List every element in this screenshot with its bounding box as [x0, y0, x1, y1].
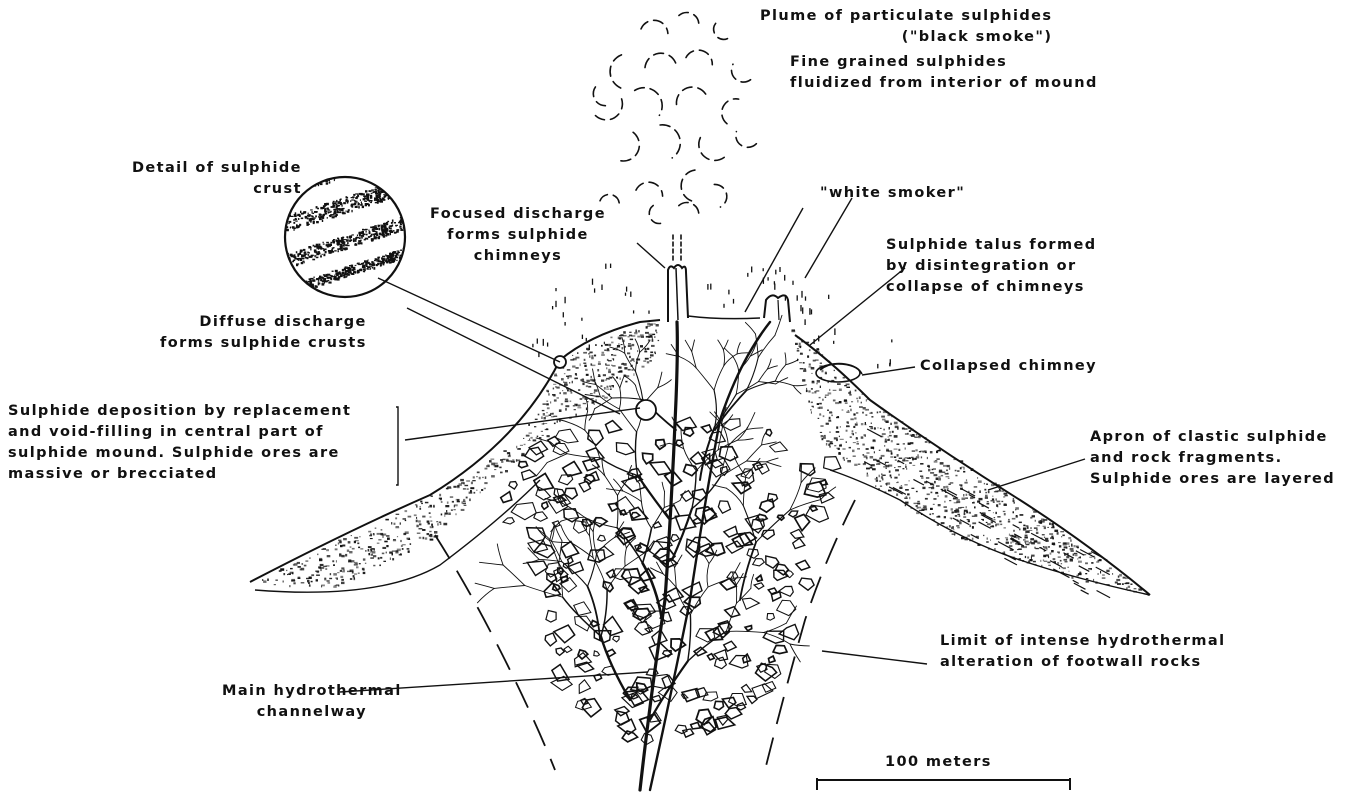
collapsed-chimney	[816, 364, 862, 382]
hydrothermal-channelway-veins	[475, 315, 836, 790]
crust-detail-label: Detail of sulphide crust	[132, 158, 302, 200]
deposition-bracket	[396, 407, 398, 485]
fine-grained-sulphides-label: Fine grained sulphides fluidized from in…	[790, 52, 1098, 94]
diffuse-discharge-label: Diffuse discharge forms sulphide crusts	[160, 312, 367, 354]
main-channelway-label: Main hydrothermal channelway	[222, 681, 402, 723]
alteration-limit-label: Limit of intense hydrothermal alteration…	[940, 631, 1225, 673]
scale-bar	[817, 778, 1070, 790]
sulphide-deposition-label: Sulphide deposition by replacement and v…	[8, 401, 351, 485]
sulphide-talus-label: Sulphide talus formed by disintegration …	[886, 235, 1097, 298]
white-smoker-label: "white smoker"	[820, 183, 965, 204]
plume-label: Plume of particulate sulphides ("black s…	[760, 6, 1052, 48]
scale-bar-label: 100 meters	[885, 752, 992, 773]
collapsed-chimney-label: Collapsed chimney	[920, 356, 1097, 377]
black-smoke-plume	[593, 13, 756, 262]
apron-label: Apron of clastic sulphide and rock fragm…	[1090, 427, 1335, 490]
focused-discharge-label: Focused discharge forms sulphide chimney…	[430, 204, 606, 267]
